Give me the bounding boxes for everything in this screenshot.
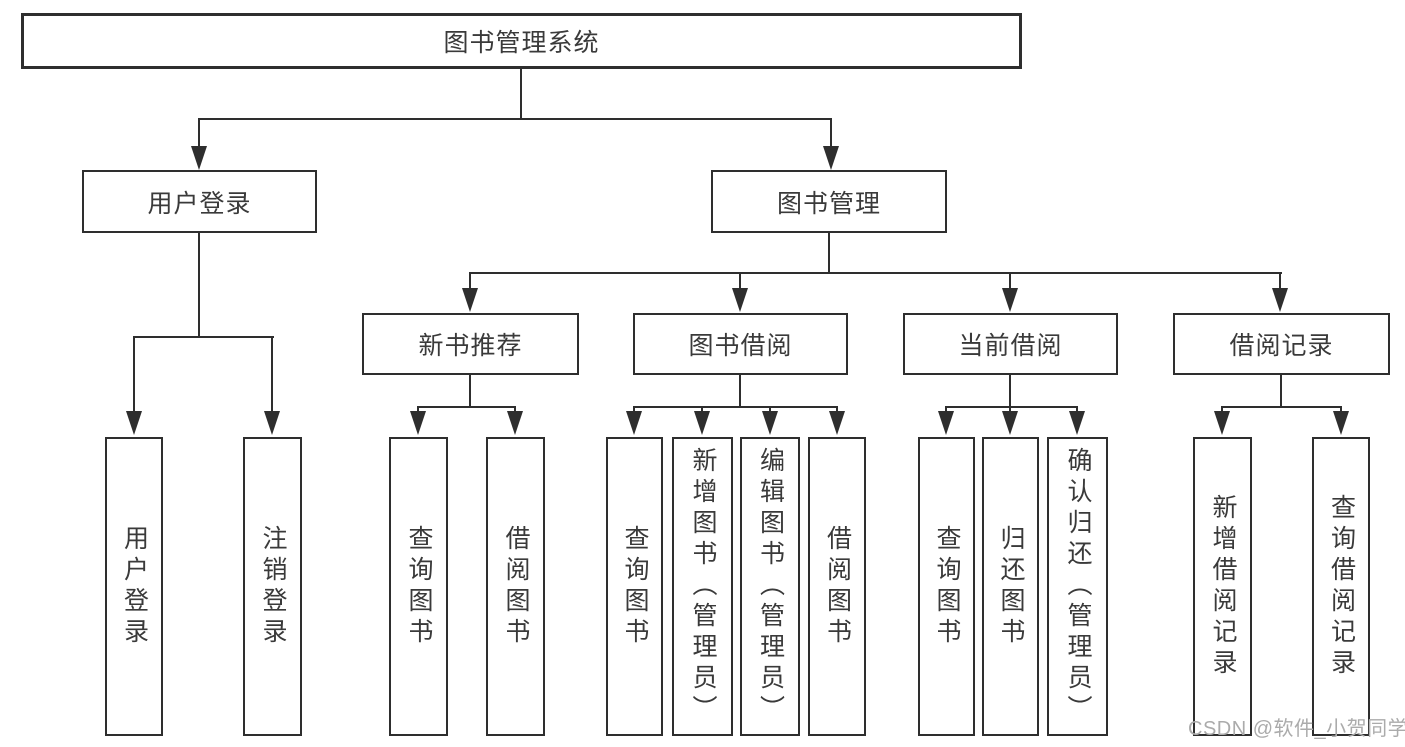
arrow-down-icon bbox=[1333, 411, 1349, 435]
arrow-down-icon bbox=[829, 411, 845, 435]
connector-line-vertical bbox=[830, 118, 832, 150]
node-book-borrowing: 图书借阅 bbox=[633, 313, 848, 375]
connector-line-horizontal bbox=[198, 118, 832, 120]
node-book-management: 图书管理 bbox=[711, 170, 947, 233]
node-label: 归还图书 bbox=[997, 524, 1025, 649]
leaf-add-books-admin: 新增图书（管理员） bbox=[672, 437, 733, 736]
connector-line-vertical bbox=[469, 272, 471, 290]
node-label: 借阅图书 bbox=[502, 524, 530, 649]
node-label: 查询借阅记录 bbox=[1327, 493, 1356, 680]
node-label: 图书借阅 bbox=[688, 332, 793, 360]
node-label: 新增图书（管理员） bbox=[689, 447, 717, 726]
leaf-confirm-return-admin: 确认归还（管理员） bbox=[1047, 437, 1108, 736]
arrow-down-icon bbox=[1214, 411, 1230, 435]
node-label: 用户登录 bbox=[147, 189, 252, 218]
node-label: 图书管理系统 bbox=[443, 29, 600, 57]
connector-line-vertical bbox=[1009, 272, 1011, 290]
leaf-user-login: 用户登录 bbox=[105, 437, 163, 736]
node-library-management-system: 图书管理系统 bbox=[21, 13, 1022, 69]
connector-line-horizontal bbox=[469, 272, 1282, 274]
leaf-edit-books-admin: 编辑图书（管理员） bbox=[740, 437, 800, 736]
node-borrowing-records: 借阅记录 bbox=[1173, 313, 1390, 375]
node-label: 用户登录 bbox=[120, 524, 149, 649]
node-current-borrowing: 当前借阅 bbox=[903, 313, 1118, 375]
leaf-return-books: 归还图书 bbox=[982, 437, 1039, 736]
arrow-down-icon bbox=[191, 146, 207, 170]
arrow-down-icon bbox=[1002, 288, 1018, 312]
node-label: 编辑图书（管理员） bbox=[756, 447, 785, 726]
leaf-query-books-borrowing: 查询图书 bbox=[606, 437, 663, 736]
arrow-down-icon bbox=[732, 288, 748, 312]
node-user-login: 用户登录 bbox=[82, 170, 317, 233]
leaf-borrow-books-recommend: 借阅图书 bbox=[486, 437, 545, 736]
connector-line-vertical bbox=[739, 272, 741, 290]
node-label: 新增借阅记录 bbox=[1209, 493, 1237, 680]
connector-line-horizontal bbox=[945, 406, 1078, 408]
connector-line-vertical bbox=[469, 375, 471, 408]
node-label: 查询图书 bbox=[933, 524, 961, 649]
connector-line-vertical bbox=[198, 118, 200, 150]
arrow-down-icon bbox=[626, 411, 642, 435]
connector-line-vertical bbox=[1279, 272, 1281, 290]
connector-line-vertical bbox=[198, 233, 200, 338]
connector-line-horizontal bbox=[633, 406, 838, 408]
arrow-down-icon bbox=[462, 288, 478, 312]
connector-line-vertical bbox=[271, 336, 273, 413]
connector-line-vertical bbox=[520, 68, 522, 120]
connector-line-vertical bbox=[1340, 406, 1342, 415]
connector-line-horizontal bbox=[417, 406, 516, 408]
connector-line-vertical bbox=[828, 233, 830, 274]
arrow-down-icon bbox=[507, 411, 523, 435]
arrow-down-icon bbox=[126, 411, 142, 435]
node-label: 查询图书 bbox=[405, 524, 433, 649]
arrow-down-icon bbox=[938, 411, 954, 435]
csdn-watermark: CSDN @软件_小贺同学 bbox=[1188, 718, 1405, 740]
connector-line-vertical bbox=[1009, 406, 1011, 415]
arrow-down-icon bbox=[823, 146, 839, 170]
connector-line-vertical bbox=[701, 406, 703, 415]
leaf-query-borrow-record: 查询借阅记录 bbox=[1312, 437, 1370, 736]
node-new-book-recommend: 新书推荐 bbox=[362, 313, 579, 375]
arrow-down-icon bbox=[694, 411, 710, 435]
connector-line-vertical bbox=[739, 375, 741, 408]
arrow-down-icon bbox=[1272, 288, 1288, 312]
leaf-borrow-books: 借阅图书 bbox=[808, 437, 866, 736]
arrow-down-icon bbox=[264, 411, 280, 435]
connector-line-vertical bbox=[417, 406, 419, 415]
connector-line-vertical bbox=[1280, 375, 1282, 408]
connector-line-vertical bbox=[633, 406, 635, 415]
leaf-add-borrow-record: 新增借阅记录 bbox=[1193, 437, 1252, 736]
node-label: 图书管理 bbox=[776, 189, 881, 218]
node-label: 借阅图书 bbox=[823, 524, 852, 649]
connector-line-horizontal bbox=[133, 336, 274, 338]
node-label: 查询图书 bbox=[621, 524, 649, 649]
connector-line-vertical bbox=[133, 336, 135, 413]
connector-line-vertical bbox=[514, 406, 516, 415]
arrow-down-icon bbox=[410, 411, 426, 435]
connector-line-vertical bbox=[769, 406, 771, 415]
arrow-down-icon bbox=[1002, 411, 1018, 435]
node-label: 借阅记录 bbox=[1229, 332, 1334, 360]
connector-line-vertical bbox=[1076, 406, 1078, 415]
connector-line-vertical bbox=[1009, 375, 1011, 408]
connector-line-vertical bbox=[1221, 406, 1223, 415]
connector-line-vertical bbox=[836, 406, 838, 415]
node-label: 当前借阅 bbox=[958, 332, 1063, 360]
leaf-query-books-current: 查询图书 bbox=[918, 437, 975, 736]
node-label: 新书推荐 bbox=[418, 332, 523, 360]
arrow-down-icon bbox=[1069, 411, 1085, 435]
arrow-down-icon bbox=[762, 411, 778, 435]
leaf-query-books-recommend: 查询图书 bbox=[389, 437, 448, 736]
leaf-logout: 注销登录 bbox=[243, 437, 302, 736]
node-label: 确认归还（管理员） bbox=[1064, 447, 1092, 726]
node-label: 注销登录 bbox=[259, 524, 287, 649]
connector-line-horizontal bbox=[1221, 406, 1342, 408]
connector-line-vertical bbox=[945, 406, 947, 415]
